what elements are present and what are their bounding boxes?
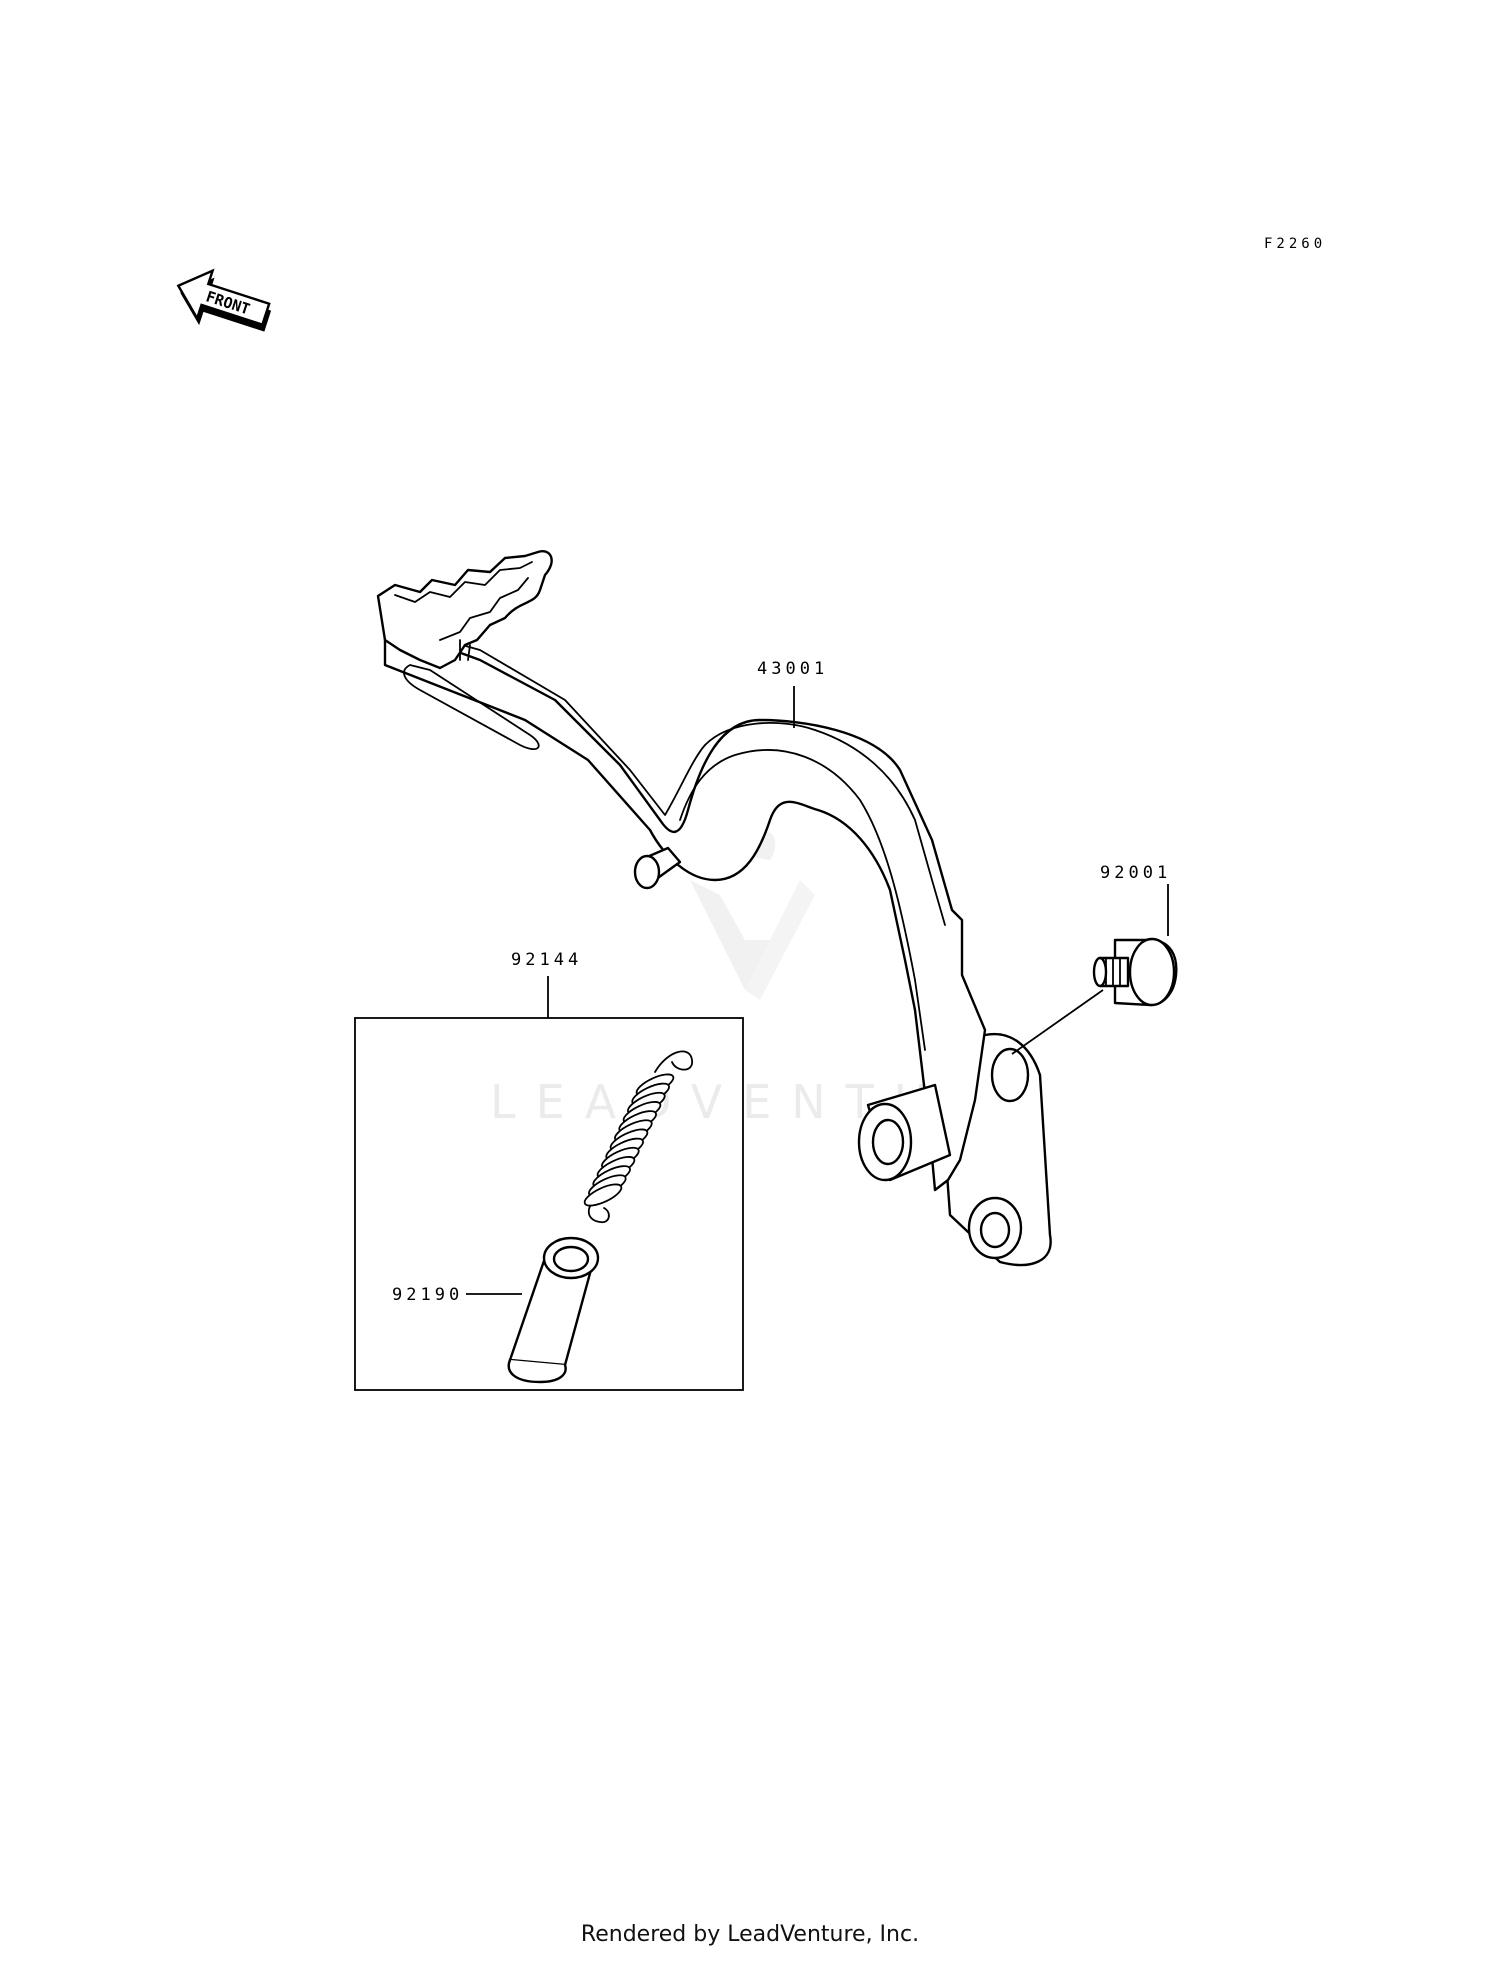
part-label-92190: 92190	[392, 1285, 463, 1305]
spring-coil	[583, 1183, 623, 1207]
kit-box	[354, 1017, 744, 1391]
leader-bolt-to-pedal	[1011, 989, 1104, 1055]
bolt	[1092, 937, 1178, 1007]
brake-pedal	[376, 550, 1052, 1267]
spring	[583, 1050, 693, 1224]
part-label-92144: 92144	[511, 950, 582, 970]
footer-credit: Rendered by LeadVenture, Inc.	[580, 1922, 920, 1947]
part-label-43001: 43001	[757, 659, 828, 679]
front-arrow-icon: FRONT	[176, 268, 272, 332]
figure-code: F2260	[1264, 236, 1326, 252]
part-label-92001: 92001	[1100, 863, 1171, 883]
spring-coils	[583, 1073, 675, 1207]
collar	[507, 1236, 600, 1384]
